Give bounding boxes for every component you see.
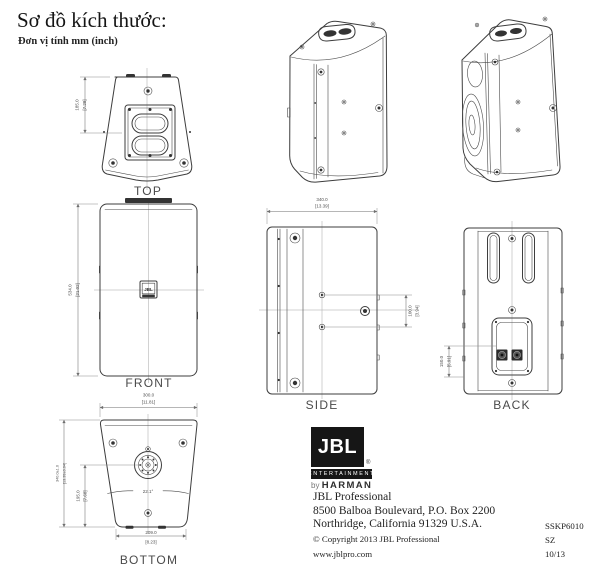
iso-b-woofer <box>462 60 484 157</box>
side-baffle-screws <box>277 232 301 389</box>
speakon-connector-left <box>496 349 508 361</box>
address-block: JBL Professional 8500 Balboa Boulevard, … <box>313 491 495 560</box>
address-city: Northridge, California 91329 U.S.A. <box>313 518 482 530</box>
bottom-pole-in: [7.68] <box>83 490 88 501</box>
back-screws <box>508 234 516 387</box>
bottom-view-drawing: 300.0 [11.81] 22.1° <box>56 393 198 545</box>
doc-codes: SSKP6010 SZ 10/13 <box>545 521 584 563</box>
front-logo-badge: JBL <box>139 280 158 299</box>
side-mount-dimension: 100.0 [3.94] <box>322 294 420 328</box>
registered-mark: ® <box>366 460 371 466</box>
back-connector-panel <box>491 317 533 376</box>
front-dimension: 534.0 [21.02] <box>68 203 98 377</box>
bottom-width-in: [11.81] <box>142 400 155 405</box>
iso-view-side-drawing <box>287 20 388 183</box>
doc-revision: SZ <box>545 535 556 545</box>
side-depth-in: [13.39] <box>315 204 329 209</box>
pole-mount <box>134 446 162 479</box>
entertainment-bar: ENTERTAINMENT <box>307 469 376 479</box>
back-view-drawing: 150.0 [5.91] <box>439 221 564 400</box>
front-height-mm: 534.0 <box>68 284 73 296</box>
speakon-connector-right <box>511 349 523 361</box>
address-company: JBL Professional <box>313 491 392 503</box>
back-handles <box>487 232 535 284</box>
bottom-pole-mm: 195.0 <box>76 490 81 502</box>
bottom-angle: 22.1° <box>107 489 189 494</box>
back-view-label: BACK <box>493 398 531 412</box>
top-screws <box>103 86 191 168</box>
side-mount-points <box>318 291 370 331</box>
jbl-logo: JBL <box>311 427 364 467</box>
side-view-label: SIDE <box>305 398 339 412</box>
back-panel-dimension: 150.0 [5.91] <box>439 345 496 378</box>
iso-b-screws <box>474 16 557 176</box>
top-view-drawing: 185.0 [7.28] <box>75 68 193 190</box>
bottom-base-dimension: 209.0 [8.23] <box>115 529 187 545</box>
address-street: 8500 Balboa Boulevard, P.O. Box 2200 <box>313 504 496 517</box>
bottom-base-mm: 209.0 <box>145 530 157 535</box>
bottom-base-in: [8.23] <box>145 540 156 545</box>
doc-code: SSKP6010 <box>545 521 584 531</box>
bottom-screws <box>108 438 188 517</box>
iso-a-screws <box>299 21 383 174</box>
side-mount-in: [3.94] <box>415 305 420 316</box>
back-panel-in: [5.91] <box>447 356 452 367</box>
iso-a-handle <box>318 23 356 42</box>
by-text: by <box>311 481 320 490</box>
side-depth-dimension: 340.0 [13.39] <box>266 197 378 224</box>
iso-b-handle <box>489 23 527 42</box>
jbl-logo-text: JBL <box>317 435 358 458</box>
bottom-width-mm: 300.0 <box>143 393 155 398</box>
front-height-in: [21.02] <box>75 283 80 297</box>
front-view-label: FRONT <box>125 376 173 390</box>
side-depth-mm: 340.0 <box>316 197 328 202</box>
top-dimension: 185.0 [7.28] <box>75 76 122 134</box>
bottom-width-dimension: 300.0 [11.81] <box>99 393 198 417</box>
top-height-mm: 185.0 <box>75 99 80 111</box>
bottom-pole-dimension: 195.0 [7.68] <box>76 464 141 528</box>
website-link[interactable]: www.jblpro.com <box>313 548 373 559</box>
back-panel-mm: 150.0 <box>439 355 444 367</box>
page-subtitle: Đơn vị tính mm (inch) <box>18 36 118 47</box>
page-title: Sơ đồ kích thước: <box>17 8 167 32</box>
by-harman-line: by HARMAN <box>311 480 372 491</box>
bottom-view-label: BOTTOM <box>119 553 179 567</box>
bottom-angle-text: 22.1° <box>143 489 154 494</box>
harman-text: HARMAN <box>321 480 373 491</box>
front-view-drawing: JBL 534.0 [21.02] <box>68 198 204 383</box>
top-view-label: TOP <box>133 184 163 198</box>
front-badge-text: JBL <box>144 287 153 292</box>
doc-date: 10/13 <box>545 549 566 559</box>
top-height-in: [7.28] <box>82 99 87 110</box>
side-mount-mm: 100.0 <box>408 305 413 317</box>
side-view-drawing: 340.0 [13.39] <box>259 197 420 399</box>
bottom-depth-dimension: 340.0±1.0 [13.39±0.04] <box>56 419 115 528</box>
bottom-depth-mm: 340.0±1.0 <box>56 465 60 482</box>
top-handle <box>124 104 176 161</box>
iso-view-front-drawing <box>461 16 561 183</box>
bottom-depth-in: [13.39±0.04] <box>63 463 67 484</box>
copyright-line: © Copyright 2013 JBL Professional <box>313 533 440 544</box>
